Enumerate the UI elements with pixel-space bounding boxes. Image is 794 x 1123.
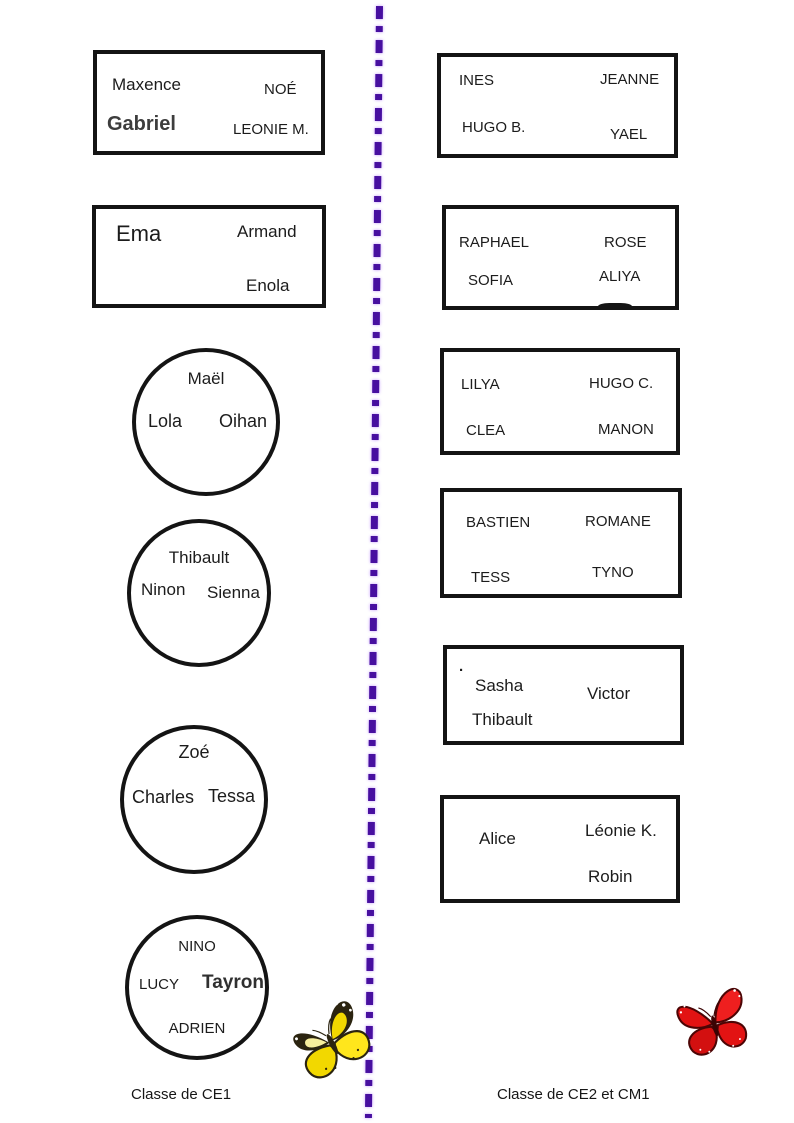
student-name: Tayron (202, 972, 264, 993)
student-name: YAEL (610, 126, 648, 143)
student-name: HUGO C. (589, 375, 654, 392)
student-name: Zoé (178, 742, 210, 762)
student-name: ROMANE (585, 513, 651, 530)
student-name: Sienna (207, 583, 260, 602)
student-name: ALIYA (599, 268, 641, 285)
student-name: Sasha (475, 676, 524, 695)
student-name: RAPHAEL (459, 234, 530, 251)
student-name: HUGO B. (462, 119, 526, 136)
student-name: JEANNE (600, 71, 660, 88)
student-name: Alice (479, 829, 516, 848)
class-label-ce2-cm1: Classe de CE2 et CM1 (497, 1086, 650, 1103)
student-name: MANON (598, 421, 654, 438)
table-circle-ce1-2: Thibault Ninon Sienna (127, 519, 271, 667)
student-name: INES (459, 72, 495, 89)
student-name: SOFIA (468, 272, 514, 289)
student-name: Léonie K. (585, 821, 657, 840)
student-name: Charles (132, 787, 195, 807)
dash-dot-divider-line (364, 6, 383, 1119)
student-name: NOÉ (264, 81, 297, 98)
student-name: Victor (587, 684, 631, 703)
student-name: LUCY (139, 976, 180, 993)
student-name: BASTIEN (466, 514, 531, 531)
table-rect-ce1-1: Maxence NOÉ Gabriel LEONIE M. (93, 50, 325, 155)
table-circle-ce1-4: NINO LUCY Tayron ADRIEN (125, 915, 269, 1060)
student-name: Maël (187, 369, 225, 388)
student-name: CLEA (466, 422, 506, 439)
student-name: LILYA (461, 376, 500, 393)
table-circle-ce1-3: Zoé Charles Tessa (120, 725, 268, 874)
student-name: Thibault (168, 548, 230, 567)
table-rect-ce2-2: RAPHAEL ROSE SOFIA ALIYA (442, 205, 679, 310)
table-rect-ce2-3: LILYA HUGO C. CLEA MANON (440, 348, 680, 455)
student-name: Ema (116, 221, 162, 246)
ink-smudge (598, 303, 632, 310)
student-name: TESS (471, 569, 511, 586)
student-name: Thibault (472, 710, 533, 729)
student-name: ROSE (604, 234, 647, 251)
yellow-butterfly-icon (293, 1001, 371, 1079)
student-name: Tessa (208, 786, 256, 806)
student-name: Gabriel (107, 113, 176, 135)
table-rect-ce2-6: Alice Léonie K. Robin (440, 795, 680, 903)
stray-dot: . (459, 658, 464, 675)
table-rect-ce2-5: . Sasha Victor Thibault (443, 645, 684, 745)
student-name: Robin (588, 867, 633, 886)
table-rect-ce2-1: INES JEANNE HUGO B. YAEL (437, 53, 678, 158)
table-circle-ce1-1: Maël Lola Oihan (132, 348, 280, 496)
red-butterfly-icon (676, 986, 748, 1056)
student-name: Armand (237, 222, 297, 241)
student-name: LEONIE M. (233, 121, 309, 138)
student-name: Enola (246, 276, 290, 295)
class-label-ce1: Classe de CE1 (131, 1086, 232, 1103)
student-name: Maxence (112, 75, 181, 94)
table-rect-ce2-4: BASTIEN ROMANE TESS TYNO (440, 488, 682, 598)
student-name: ADRIEN (168, 1020, 226, 1037)
student-name: TYNO (592, 564, 634, 581)
student-name: Oihan (219, 411, 268, 431)
student-name: Ninon (141, 580, 186, 599)
student-name: Lola (148, 411, 183, 431)
student-name: NINO (178, 938, 216, 955)
table-rect-ce1-2: Ema Armand Enola (92, 205, 326, 308)
